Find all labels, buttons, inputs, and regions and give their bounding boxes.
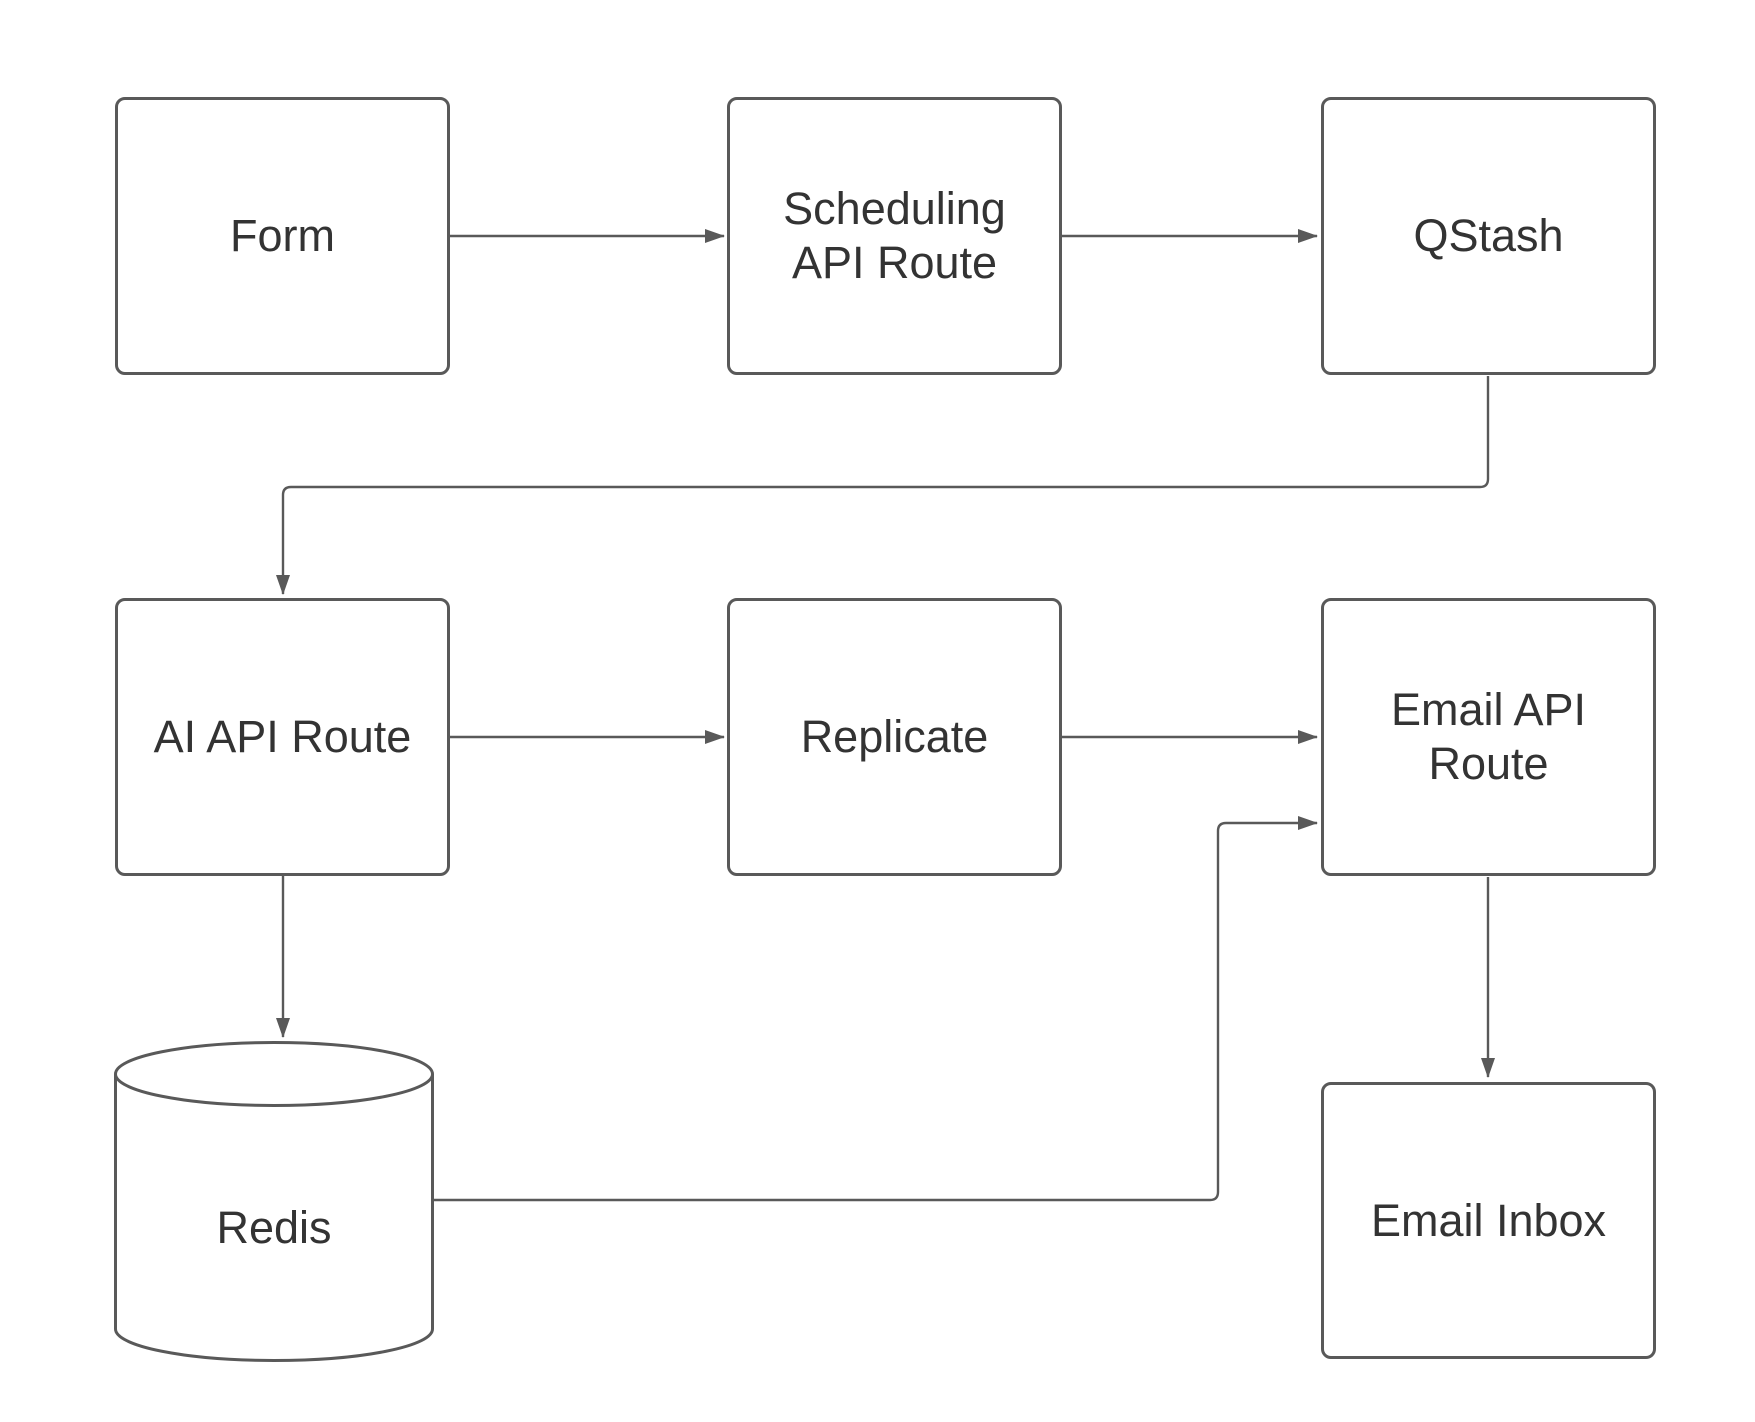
- node-label: Email API Route: [1390, 684, 1587, 789]
- edge-redis-to-email-api-route: [433, 816, 1318, 1202]
- node-email-api-route: Email API Route: [1321, 598, 1656, 876]
- node-label: Email Inbox: [1370, 1194, 1607, 1246]
- node-label: Form: [230, 210, 335, 261]
- node-label: Replicate: [800, 711, 989, 762]
- node-form: Form: [115, 97, 450, 375]
- node-qstash: QStash: [1321, 97, 1656, 375]
- node-replicate: Replicate: [727, 598, 1062, 876]
- node-label: Scheduling API Route: [783, 183, 1006, 288]
- node-email-inbox: Email Inbox: [1321, 1082, 1656, 1359]
- node-label: Redis: [216, 1202, 332, 1253]
- node-ai-api-route: AI API Route: [115, 598, 450, 876]
- database-cylinder-icon: [114, 1041, 434, 1362]
- node-redis: Redis: [114, 1041, 434, 1363]
- edge-qstash-to-ai-api-route: [276, 376, 1490, 595]
- node-label: QStash: [1413, 210, 1564, 261]
- node-scheduling-api-route: Scheduling API Route: [727, 97, 1062, 375]
- node-label: AI API Route: [153, 711, 412, 762]
